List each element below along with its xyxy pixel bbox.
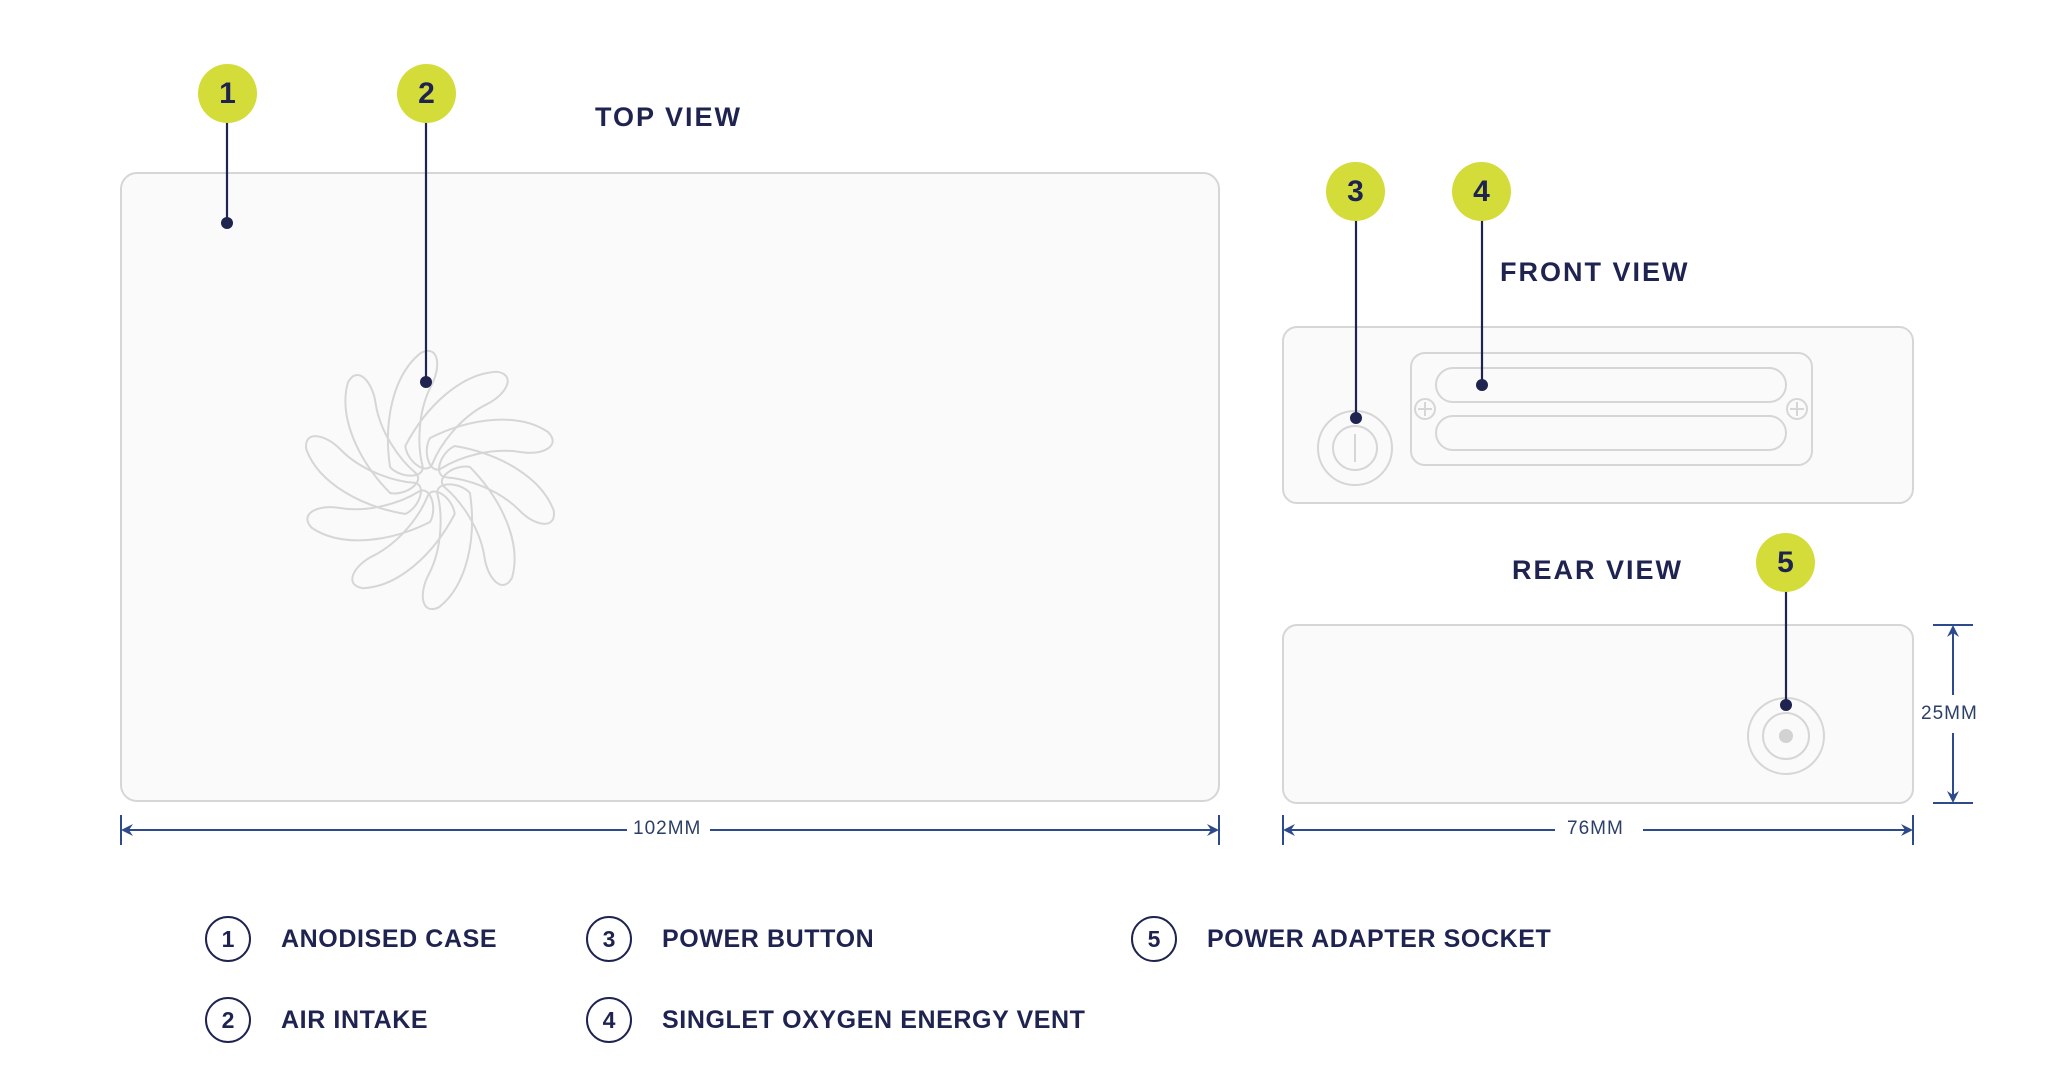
legend-label: SINGLET OXYGEN ENERGY VENT xyxy=(662,1005,1086,1034)
rear-view-title: REAR VIEW xyxy=(1512,555,1684,585)
fan-blade-slot xyxy=(344,374,419,495)
legend-number: 1 xyxy=(205,916,251,962)
fan-blade-slot xyxy=(387,350,439,477)
marker-1: 1 xyxy=(198,64,257,123)
screw-left-icon xyxy=(1414,398,1436,420)
fan-blade-slot xyxy=(425,418,554,471)
legend-item-anodised-case: 1 ANODISED CASE xyxy=(205,916,497,962)
marker-4: 4 xyxy=(1452,162,1511,221)
fan-blade-slot xyxy=(421,483,473,610)
legend-number: 4 xyxy=(586,997,632,1043)
fan-blade-slot xyxy=(305,435,422,516)
legend-number: 5 xyxy=(1131,916,1177,962)
front-view-title: FRONT VIEW xyxy=(1500,257,1690,287)
legend-item-power-button: 3 POWER BUTTON xyxy=(586,916,874,962)
dimension-width-rear: 76MM xyxy=(1561,818,1630,840)
top-view-title: TOP VIEW xyxy=(595,102,743,132)
power-adapter-socket xyxy=(1747,697,1825,775)
legend-item-air-intake: 2 AIR INTAKE xyxy=(205,997,428,1043)
legend-label: AIR INTAKE xyxy=(281,1005,429,1034)
marker-5: 5 xyxy=(1756,533,1815,592)
top-view-case xyxy=(120,172,1220,802)
fan-blade-slot xyxy=(351,490,456,590)
air-intake-fan xyxy=(305,350,555,610)
legend-number: 3 xyxy=(586,916,632,962)
dimension-lines xyxy=(120,624,1973,845)
fan-blade-slot xyxy=(441,465,516,586)
legend-label: POWER ADAPTER SOCKET xyxy=(1207,924,1552,953)
legend-label: ANODISED CASE xyxy=(281,924,498,953)
legend-label: POWER BUTTON xyxy=(662,924,875,953)
energy-vent xyxy=(1410,352,1813,466)
dimension-height-rear: 25MM xyxy=(1915,703,1984,725)
leader-lines xyxy=(221,122,1792,711)
screw-right-icon xyxy=(1786,398,1808,420)
fan-blade-slot xyxy=(306,489,435,542)
rear-view-panel xyxy=(1282,624,1914,804)
fan-blade-slot xyxy=(438,444,555,525)
legend-item-power-adapter-socket: 5 POWER ADAPTER SOCKET xyxy=(1131,916,1551,962)
fan-blade-slot xyxy=(404,370,509,470)
dimension-width-top: 102MM xyxy=(627,818,708,840)
marker-2: 2 xyxy=(397,64,456,123)
legend-item-energy-vent: 4 SINGLET OXYGEN ENERGY VENT xyxy=(586,997,1086,1043)
marker-3: 3 xyxy=(1326,162,1385,221)
legend-number: 2 xyxy=(205,997,251,1043)
